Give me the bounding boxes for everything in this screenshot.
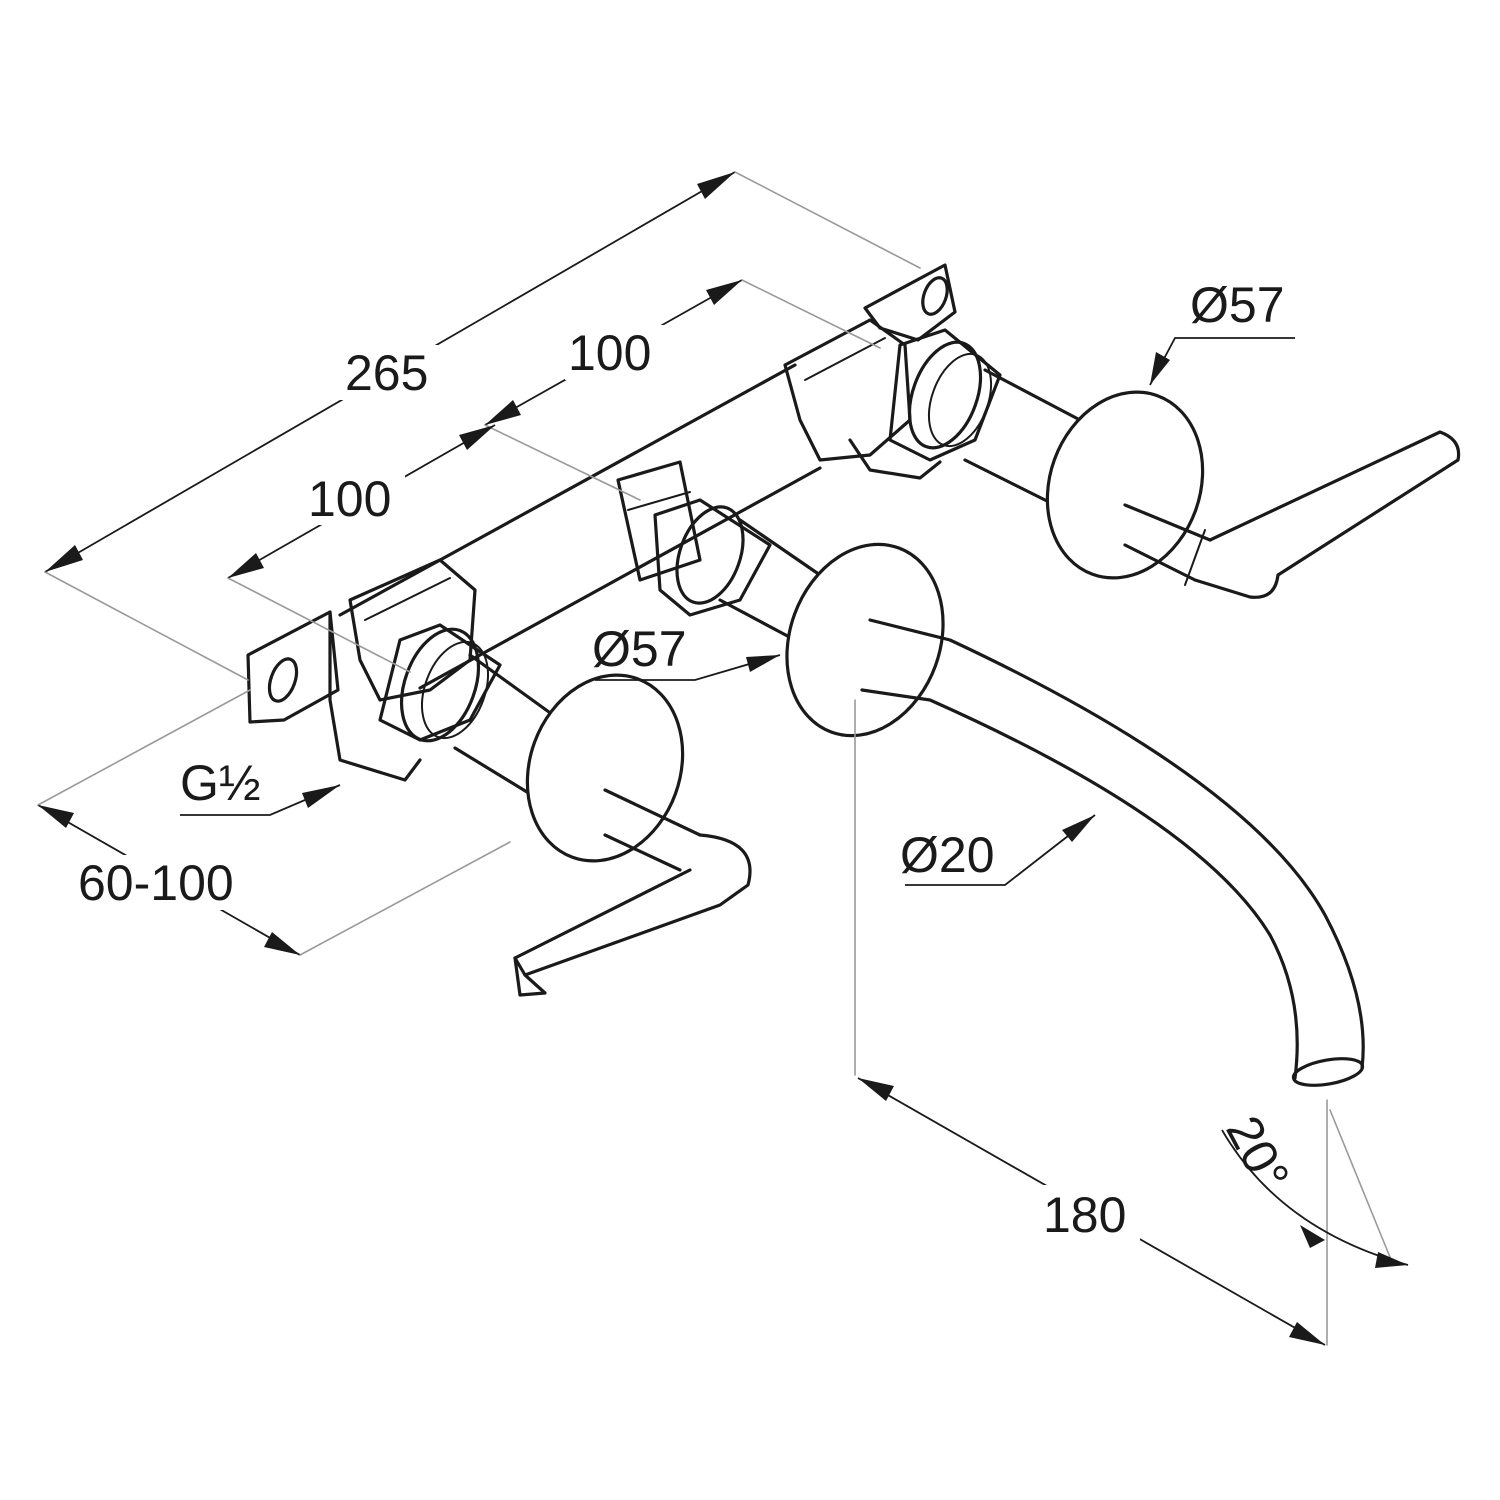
label-100-left: 100 xyxy=(308,471,391,527)
right-valve xyxy=(888,328,1082,507)
leader-d57-right xyxy=(1149,337,1295,386)
dim-100-left xyxy=(227,424,496,673)
left-rosette xyxy=(525,673,685,863)
leader-d57-spout xyxy=(595,654,781,681)
label-20-degrees: 20° xyxy=(1215,1107,1300,1200)
label-d57-right: Ø57 xyxy=(1190,277,1285,333)
label-g-half: G½ xyxy=(180,755,261,811)
spout-valve xyxy=(653,498,822,642)
dim-265 xyxy=(44,171,921,681)
spout-rosette xyxy=(785,542,945,738)
dim-20-degrees xyxy=(1221,1109,1409,1268)
dim-60-100 xyxy=(37,689,511,956)
right-rosette xyxy=(1045,390,1205,580)
label-d20: Ø20 xyxy=(900,827,995,883)
label-100-right: 100 xyxy=(568,325,651,381)
label-180: 180 xyxy=(1043,1187,1126,1243)
label-265: 265 xyxy=(345,345,428,401)
dim-180 xyxy=(854,699,1328,1346)
left-valve xyxy=(378,623,562,802)
right-handle xyxy=(1123,430,1461,599)
leader-g-half xyxy=(180,784,341,816)
dim-100-right xyxy=(484,279,881,501)
leader-d20 xyxy=(905,814,1096,886)
left-handle xyxy=(513,788,752,997)
label-60-100: 60-100 xyxy=(78,855,234,911)
label-d57-spout: Ø57 xyxy=(592,621,687,677)
spout xyxy=(860,618,1365,1087)
